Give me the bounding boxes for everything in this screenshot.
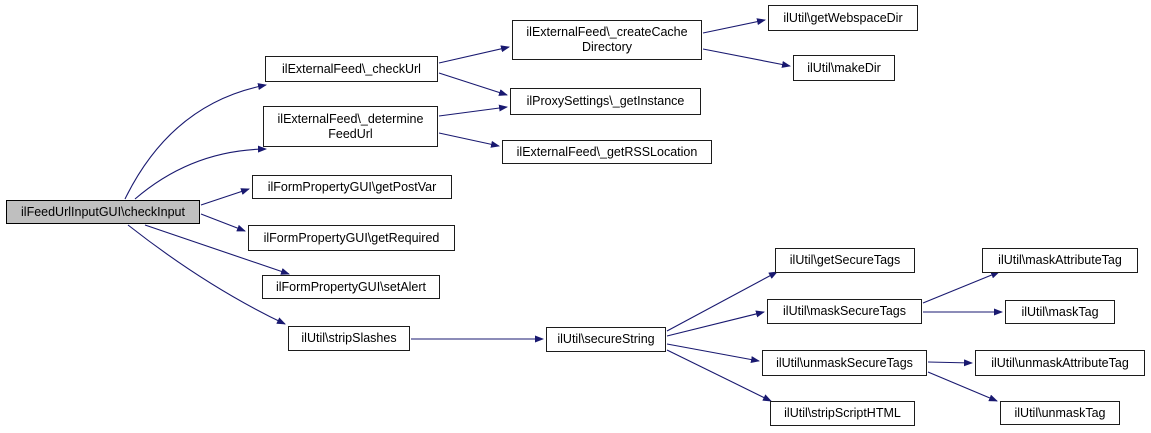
node-unmaskTag[interactable]: ilUtil\unmaskTag [1000, 401, 1120, 425]
node-makeDir[interactable]: ilUtil\makeDir [793, 55, 895, 81]
node-checkInput: ilFeedUrlInputGUI\checkInput [6, 200, 200, 224]
node-createCacheDirectory[interactable]: ilExternalFeed\_createCache Directory [512, 20, 702, 60]
edge-checkInput-to-getPostVar [200, 188, 250, 206]
edge-unmaskSecureTags-to-unmaskTag [927, 371, 998, 402]
node-getInstance[interactable]: ilProxySettings\_getInstance [510, 88, 701, 115]
edge-checkInput-to-determineFeedUrl [134, 145, 267, 200]
node-getPostVar[interactable]: ilFormPropertyGUI\getPostVar [252, 175, 452, 199]
edge-checkInput-to-checkUrl [124, 83, 267, 200]
edge-maskSecureTags-to-maskAttributeTag [922, 271, 1000, 304]
edge-secureString-to-getSecureTags [666, 271, 778, 332]
node-maskAttributeTag[interactable]: ilUtil\maskAttributeTag [982, 248, 1138, 273]
edge-determineFeedUrl-to-getInstance [438, 104, 508, 117]
node-maskTag[interactable]: ilUtil\maskTag [1005, 300, 1115, 324]
node-secureString[interactable]: ilUtil\secureString [546, 327, 666, 352]
node-checkUrl[interactable]: ilExternalFeed\_checkUrl [265, 56, 438, 82]
edge-secureString-to-stripScriptHTML [666, 349, 772, 402]
node-getRequired[interactable]: ilFormPropertyGUI\getRequired [248, 225, 455, 251]
node-stripSlashes[interactable]: ilUtil\stripSlashes [288, 326, 410, 351]
node-determineFeedUrl[interactable]: ilExternalFeed\_determine FeedUrl [263, 106, 438, 147]
node-getWebspaceDir[interactable]: ilUtil\getWebspaceDir [768, 5, 918, 31]
node-stripScriptHTML[interactable]: ilUtil\stripScriptHTML [770, 401, 915, 426]
node-getRSSLocation[interactable]: ilExternalFeed\_getRSSLocation [502, 140, 712, 164]
node-unmaskAttributeTag[interactable]: ilUtil\unmaskAttributeTag [975, 350, 1145, 376]
node-getSecureTags[interactable]: ilUtil\getSecureTags [775, 248, 915, 273]
edge-checkUrl-to-createCacheDirectory [438, 45, 510, 64]
edge-checkInput-to-getRequired [200, 213, 246, 232]
edge-secureString-to-maskSecureTags [666, 310, 765, 337]
node-setAlert[interactable]: ilFormPropertyGUI\setAlert [262, 275, 440, 299]
node-maskSecureTags[interactable]: ilUtil\maskSecureTags [767, 299, 922, 324]
edge-createCacheDirectory-to-getWebspaceDir [702, 18, 766, 34]
edge-determineFeedUrl-to-getRSSLocation [438, 132, 500, 148]
edge-secureString-to-unmaskSecureTags [666, 343, 760, 363]
edge-checkUrl-to-getInstance [438, 72, 508, 96]
edge-unmaskSecureTags-to-unmaskAttributeTag [927, 359, 973, 367]
edge-createCacheDirectory-to-makeDir [702, 48, 791, 68]
node-unmaskSecureTags[interactable]: ilUtil\unmaskSecureTags [762, 350, 927, 376]
